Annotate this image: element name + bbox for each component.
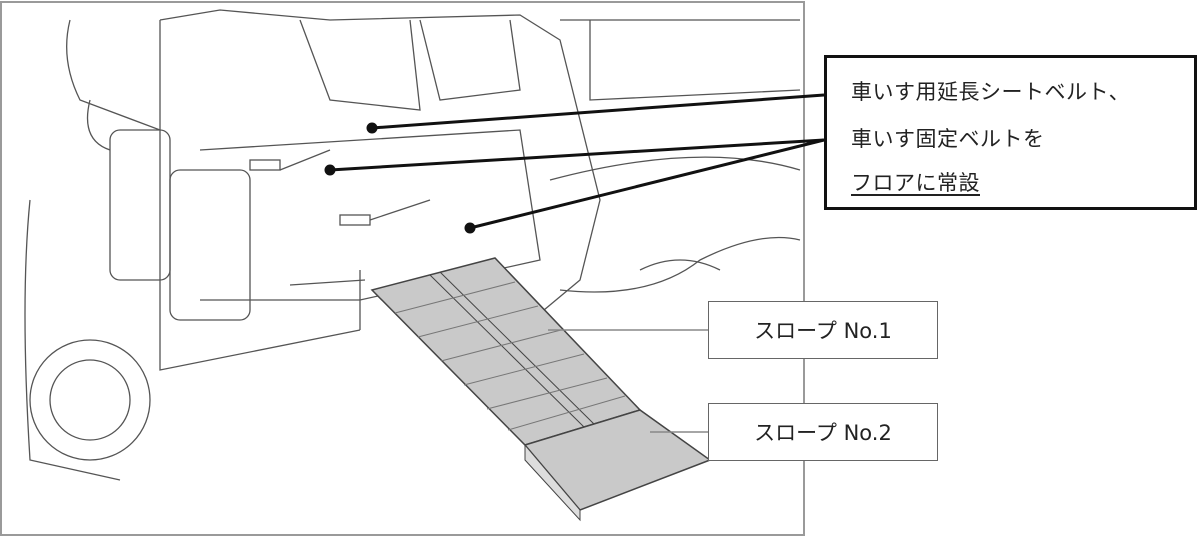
slope-2-label: スロープ No.2 xyxy=(708,403,938,461)
callout-leader-lines xyxy=(324,93,825,234)
callout-line-3: フロアに常設 xyxy=(851,171,980,195)
callout-line-1: 車いす用延長シートベルト、 xyxy=(851,80,1131,104)
callout-line-2: 車いす固定ベルトを xyxy=(851,127,1045,151)
belt-callout-box: 車いす用延長シートベルト、 車いす固定ベルトを フロアに常設 xyxy=(824,55,1197,210)
slope-1-label: スロープ No.1 xyxy=(708,301,938,359)
vehicle-body-lineart xyxy=(24,9,801,481)
label-leader-lines xyxy=(548,329,708,433)
